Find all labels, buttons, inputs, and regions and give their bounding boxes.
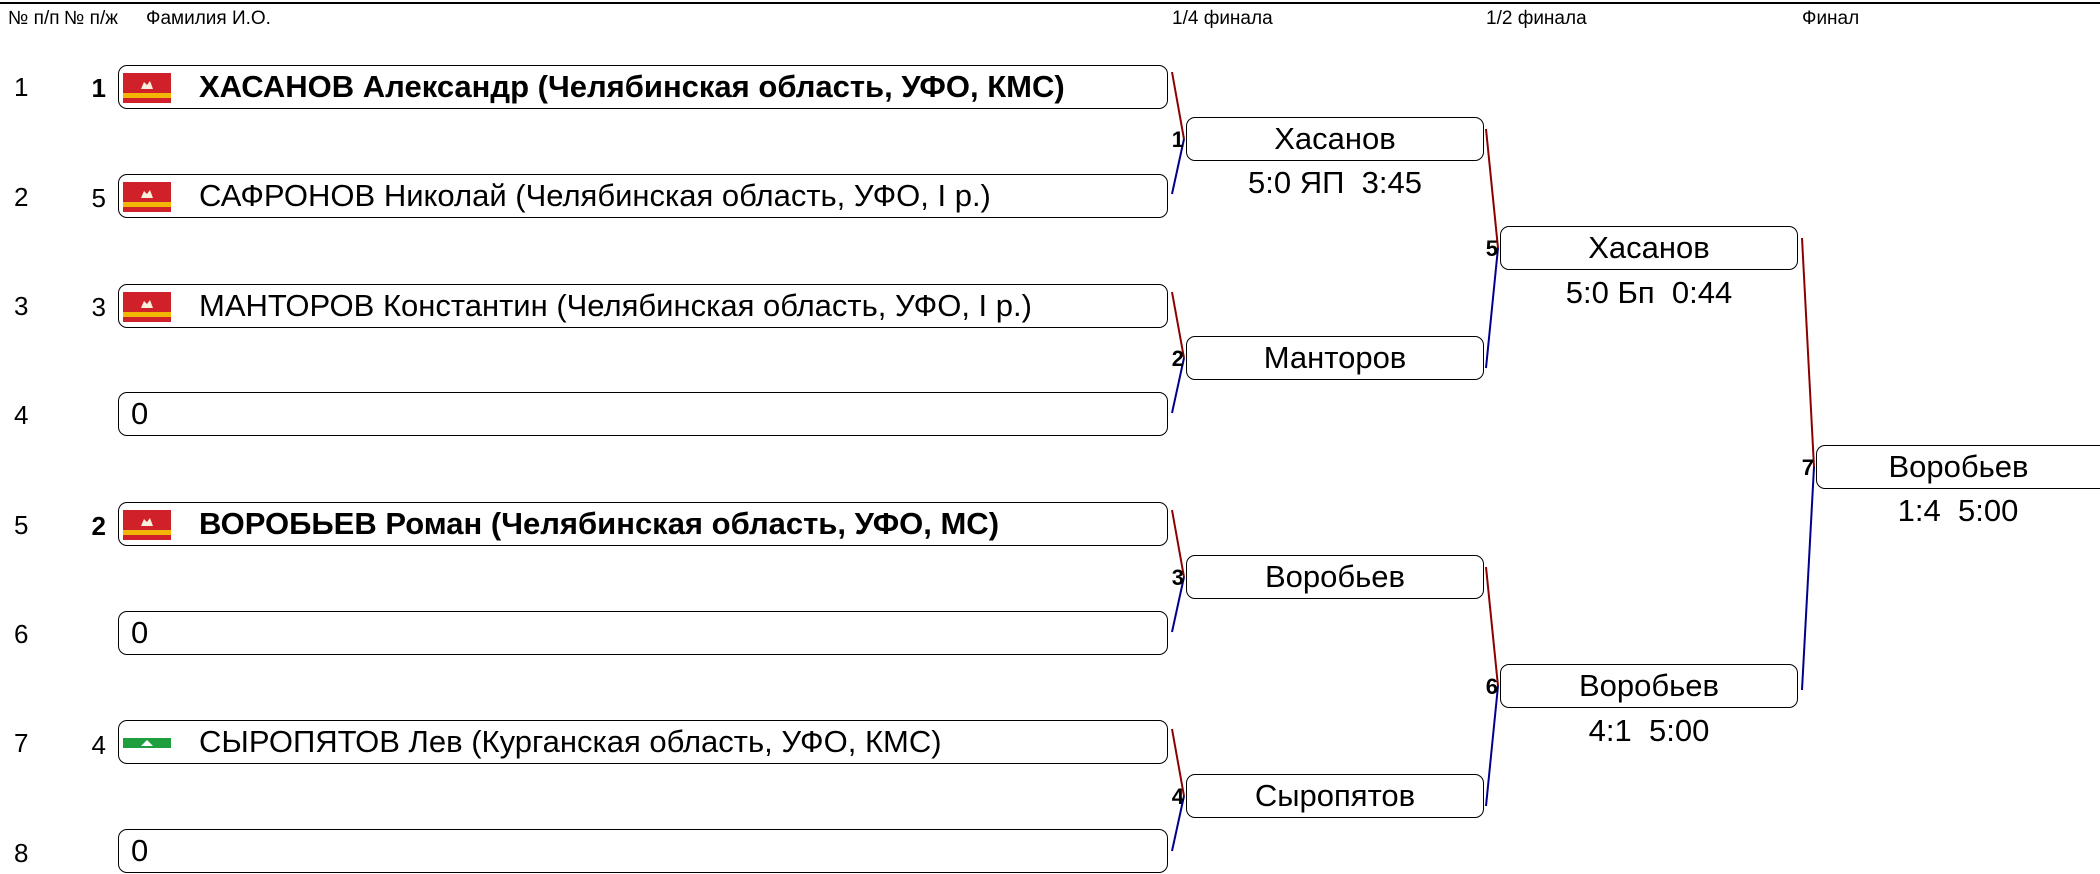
seed-3: 3	[91, 292, 106, 322]
row-number-6: 6	[14, 619, 29, 649]
connector-sf6-lower	[1801, 466, 1815, 691]
seed-7: 4	[91, 730, 106, 760]
kurgan-flag-icon	[123, 728, 171, 758]
sf5-winner-box[interactable]: Хасанов	[1500, 226, 1798, 270]
header-final: Финал	[1802, 8, 1860, 29]
row-number-4: 4	[14, 400, 29, 430]
connector-r3-upper	[1171, 291, 1185, 359]
match-number-6: 6	[1485, 674, 1498, 699]
connector-r2-lower	[1171, 138, 1185, 195]
row-number-1: 1	[14, 72, 29, 102]
chelyabinsk-flag-icon	[123, 510, 171, 540]
qf1-score: 5:0 ЯП 3:45	[1248, 165, 1422, 200]
connector-qf1-upper	[1485, 128, 1499, 249]
participant-name: ХАСАНОВ Александр (Челябинская область, …	[199, 69, 1065, 104]
sf6-score: 4:1 5:00	[1588, 713, 1710, 748]
row-number-7: 7	[14, 728, 29, 758]
header-draw-number: № п/ж	[64, 8, 118, 29]
header-row-number: № п/п	[8, 8, 60, 29]
row-number-8: 8	[14, 838, 29, 868]
connector-r4-lower	[1171, 357, 1185, 414]
seed-2: 5	[91, 183, 106, 213]
connector-r8-lower	[1171, 795, 1185, 852]
match-number-3: 3	[1171, 565, 1184, 590]
top-border-line	[0, 2, 2100, 4]
participant-box-7[interactable]: СЫРОПЯТОВ Лев (Курганская область, УФО, …	[118, 720, 1168, 764]
connector-r7-upper	[1171, 728, 1185, 797]
chelyabinsk-flag-icon	[123, 73, 171, 103]
participant-box-5[interactable]: ВОРОБЬЕВ Роман (Челябинская область, УФО…	[118, 502, 1168, 546]
chelyabinsk-flag-icon	[123, 292, 171, 322]
qf4-winner-box[interactable]: Сыропятов	[1186, 774, 1484, 818]
match-number-7: 7	[1801, 455, 1814, 480]
sf6-winner-box[interactable]: Воробьев	[1500, 664, 1798, 708]
participant-name: 0	[131, 396, 149, 431]
participant-box-6[interactable]: 0	[118, 611, 1168, 655]
connector-qf2-lower	[1485, 247, 1499, 369]
row-number-2: 2	[14, 182, 29, 212]
header-quarterfinal: 1/4 финала	[1172, 8, 1273, 29]
sf5-score: 5:0 Бп 0:44	[1565, 275, 1733, 310]
participant-name: МАНТОРОВ Константин (Челябинская область…	[199, 288, 1032, 323]
match-number-1: 1	[1171, 127, 1184, 152]
participant-box-8[interactable]: 0	[118, 829, 1168, 873]
seed-1: 1	[91, 73, 106, 103]
participant-box-4[interactable]: 0	[118, 392, 1168, 436]
connector-qf3-upper	[1485, 566, 1499, 687]
participant-name: САФРОНОВ Николай (Челябинская область, У…	[199, 178, 991, 213]
match-number-4: 4	[1171, 784, 1184, 809]
final-winner-box[interactable]: Воробьев	[1816, 445, 2100, 489]
qf1-winner-box[interactable]: Хасанов	[1186, 117, 1484, 161]
header-full-name: Фамилия И.О.	[146, 8, 271, 29]
participant-box-3[interactable]: МАНТОРОВ Константин (Челябинская область…	[118, 284, 1168, 328]
qf3-winner-box[interactable]: Воробьев	[1186, 555, 1484, 599]
participant-name: СЫРОПЯТОВ Лев (Курганская область, УФО, …	[199, 724, 942, 759]
final-score: 1:4 5:00	[1897, 493, 2019, 528]
header-semifinal: 1/2 финала	[1486, 8, 1587, 29]
connector-r6-lower	[1171, 576, 1185, 633]
connector-qf4-lower	[1485, 685, 1499, 807]
participant-name: 0	[131, 615, 149, 650]
participant-name: ВОРОБЬЕВ Роман (Челябинская область, УФО…	[199, 506, 1000, 541]
participant-box-2[interactable]: САФРОНОВ Николай (Челябинская область, У…	[118, 174, 1168, 218]
row-number-3: 3	[14, 291, 29, 321]
connector-sf5-upper	[1801, 237, 1815, 468]
qf2-winner-box[interactable]: Манторов	[1186, 336, 1484, 380]
participant-box-1[interactable]: ХАСАНОВ Александр (Челябинская область, …	[118, 65, 1168, 109]
participant-name: 0	[131, 833, 149, 868]
chelyabinsk-flag-icon	[123, 182, 171, 212]
seed-5: 2	[91, 511, 106, 541]
row-number-5: 5	[14, 510, 29, 540]
match-number-2: 2	[1171, 346, 1184, 371]
connector-r5-upper	[1171, 509, 1185, 578]
connector-r1-upper	[1171, 71, 1185, 140]
match-number-5: 5	[1485, 236, 1498, 261]
